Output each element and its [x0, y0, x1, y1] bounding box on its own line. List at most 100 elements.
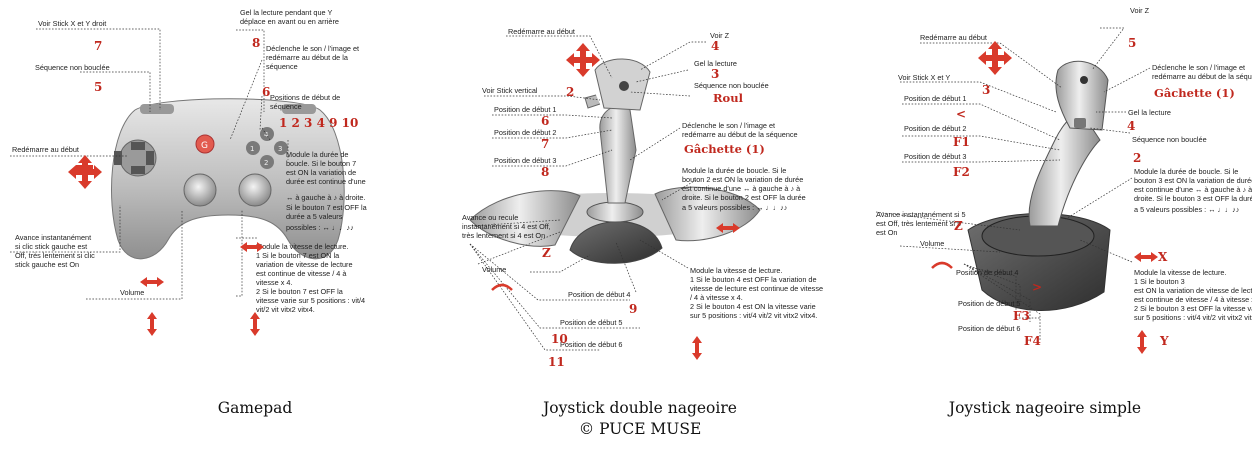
single-joystick-number: F2	[953, 165, 970, 179]
single-joystick-label: est On	[876, 228, 898, 237]
double-joystick-number: 10	[551, 332, 568, 346]
single-joystick-label: est continue de vitesse / 4 à vitesse x …	[1134, 295, 1252, 304]
double-joystick-label: Volume	[482, 265, 506, 274]
svg-text:4: 4	[264, 131, 269, 139]
single-joystick-number: 4	[1127, 119, 1135, 133]
gamepad-label: vitesse varie sur 5 positions : vit/4	[256, 296, 365, 305]
single-joystick-number: 2	[1133, 151, 1141, 165]
single-joystick-label: Position de début 4	[956, 268, 1018, 277]
horizontal-arrow-icon	[1134, 252, 1158, 262]
gamepad-label: ↔ à gauche à ♪ à droite.	[286, 193, 366, 202]
vertical-arrow-icon	[1137, 330, 1147, 354]
single-joystick-label: Avance instantanément si 5	[876, 210, 966, 219]
double-joystick-label: instantanément si 4 est Off,	[462, 222, 551, 231]
single-joystick-label: Séquence non bouclée	[1132, 135, 1207, 144]
double-joystick-number: 3	[711, 67, 719, 81]
gamepad-number: 5	[94, 80, 102, 94]
double-joystick-label: Module la durée de boucle. Si le	[682, 166, 786, 175]
gamepad-label: Volume	[120, 288, 144, 297]
gamepad-number: 7	[94, 39, 102, 53]
double-joystick-label: Module la vitesse de lecture.	[690, 266, 782, 275]
single-joystick-label: Module la vitesse de lecture.	[1134, 268, 1226, 277]
rotate-arrow-icon	[932, 263, 952, 268]
double-joystick-label: 2 Si le bouton 4 est ON la vitesse varie	[690, 302, 816, 311]
single-joystick-label: 2 Si le bouton 3 est OFF la vitesse vari…	[1134, 304, 1252, 313]
double-joystick-number: 9	[629, 302, 637, 316]
single-joystick-number: Y	[1159, 334, 1169, 348]
double-joystick-label: Position de début 5	[560, 318, 622, 327]
single-joystick-label: a 5 valeurs possibles : ↔ ♩♩♪♪	[1134, 205, 1239, 214]
double-joystick-label: bouton 2 est ON la variation de durée	[682, 175, 803, 184]
gamepad-label: Module la durée de	[286, 150, 348, 159]
double-joystick-label: est continue d'une ↔ à gauche à ♪ à	[682, 184, 801, 193]
single-joystick-label: Volume	[920, 239, 944, 248]
single-joystick-label: 1 Si le bouton 3	[1134, 277, 1185, 286]
single-joystick-number: <	[956, 107, 966, 121]
gamepad-panel: G 4 3 1 2 Voir Stick X et Y dro	[10, 8, 368, 336]
gamepad-label: variation de vitesse de lecture	[256, 260, 353, 269]
gamepad-label: durée a 5 valeurs	[286, 212, 343, 221]
gamepad-label: déplace en avant ou en arrière	[240, 17, 339, 26]
double-joystick-number: Roul	[713, 91, 744, 105]
gamepad-label: redémarre au début de la	[266, 53, 349, 62]
single-joystick-label: sur 5 positions : vit/4 vit/2 vit vitx2 …	[1134, 313, 1252, 322]
double-joystick-label: Déclenche le son / l'image et	[682, 121, 775, 130]
single-joystick-label: droite. Si le bouton 3 est OFF la durée	[1134, 194, 1252, 203]
gamepad-label: séquence	[266, 62, 298, 71]
gamepad-label: séquence	[270, 102, 302, 111]
gamepad-label: possibles : ↔ ♩♩♪♪	[286, 223, 354, 232]
double-joystick-caption: Joystick double nageoire	[520, 399, 760, 417]
double-joystick-label: redémarre au début de la séquence	[682, 130, 798, 139]
double-joystick-number: 4	[711, 39, 719, 53]
double-joystick-number: 2	[566, 85, 574, 99]
single-joystick-label: Voir Stick X et Y	[898, 73, 950, 82]
single-joystick-number: F4	[1024, 334, 1041, 348]
single-joystick-number: X	[1158, 250, 1168, 264]
gamepad-number: 6	[262, 85, 270, 99]
double-joystick-label: Position de début 1	[494, 105, 556, 114]
single-joystick-number: F3	[1013, 309, 1030, 323]
vertical-arrow-icon	[250, 312, 260, 336]
single-joystick-label: Déclenche le son / l'image et	[1152, 63, 1245, 72]
double-joystick-label: 1 Si le bouton 4 est OFF la variation de	[690, 275, 817, 284]
svg-text:G: G	[201, 141, 208, 151]
single-joystick-label: Voir Z	[1130, 6, 1150, 15]
single-joystick-number: Gâchette (1)	[1154, 86, 1235, 100]
gamepad-label: 2 Si le bouton 7 est OFF la	[256, 287, 344, 296]
single-joystick-label: bouton 3 est ON la variation de durée	[1134, 176, 1252, 185]
cross-arrows-icon	[978, 41, 1012, 75]
single-joystick-label: Position de début 1	[904, 94, 966, 103]
double-joystick-number: 11	[548, 355, 565, 369]
double-joystick-number: 8	[541, 165, 549, 179]
double-joystick-label: Position de début 6	[560, 340, 622, 349]
double-joystick-number: 7	[541, 137, 549, 151]
single-joystick-label: Redémarre au début	[920, 33, 987, 42]
double-joystick-panel: Redémarre au début Voir Z Gel la lecture…	[462, 27, 823, 369]
gamepad-label: Positions de début de	[270, 93, 340, 102]
gamepad-label: Avance instantanément	[15, 233, 91, 242]
double-joystick-number: Gâchette (1)	[684, 142, 765, 156]
cross-arrows-icon	[68, 155, 102, 189]
double-joystick-label: Avance ou recule	[462, 213, 518, 222]
single-joystick-label: Gel la lecture	[1128, 108, 1171, 117]
horizontal-arrow-icon	[140, 277, 164, 287]
svg-text:2: 2	[264, 159, 268, 167]
gamepad-label: 1 Si le bouton 7 est ON la	[256, 251, 340, 260]
gamepad-number: 8	[252, 36, 260, 50]
gamepad-label: boucle. Si le bouton 7	[286, 159, 356, 168]
gamepad-label: Redémarre au début	[12, 145, 79, 154]
double-joystick-label: Position de début 2	[494, 128, 556, 137]
gamepad-label: vit/2 vit vitx2 vitx4.	[256, 305, 315, 314]
double-joystick-number: 6	[541, 114, 549, 128]
gamepad-label: est ON la variation de	[286, 168, 356, 177]
svg-text:1: 1	[250, 145, 254, 153]
single-joystick-number: 3	[982, 83, 990, 97]
gamepad-label: vitesse x 4.	[256, 278, 293, 287]
vertical-arrow-icon	[692, 336, 702, 360]
gamepad-label: est continue de vitesse / 4 à	[256, 269, 347, 278]
double-joystick-label: droite. Si le bouton 2 est OFF la durée	[682, 193, 806, 202]
gamepad-label: Séquence non bouclée	[35, 63, 110, 72]
double-joystick-label: a 5 valeurs possibles : ↔ ♩♩♪♪	[682, 203, 787, 212]
svg-text:3: 3	[278, 145, 282, 153]
